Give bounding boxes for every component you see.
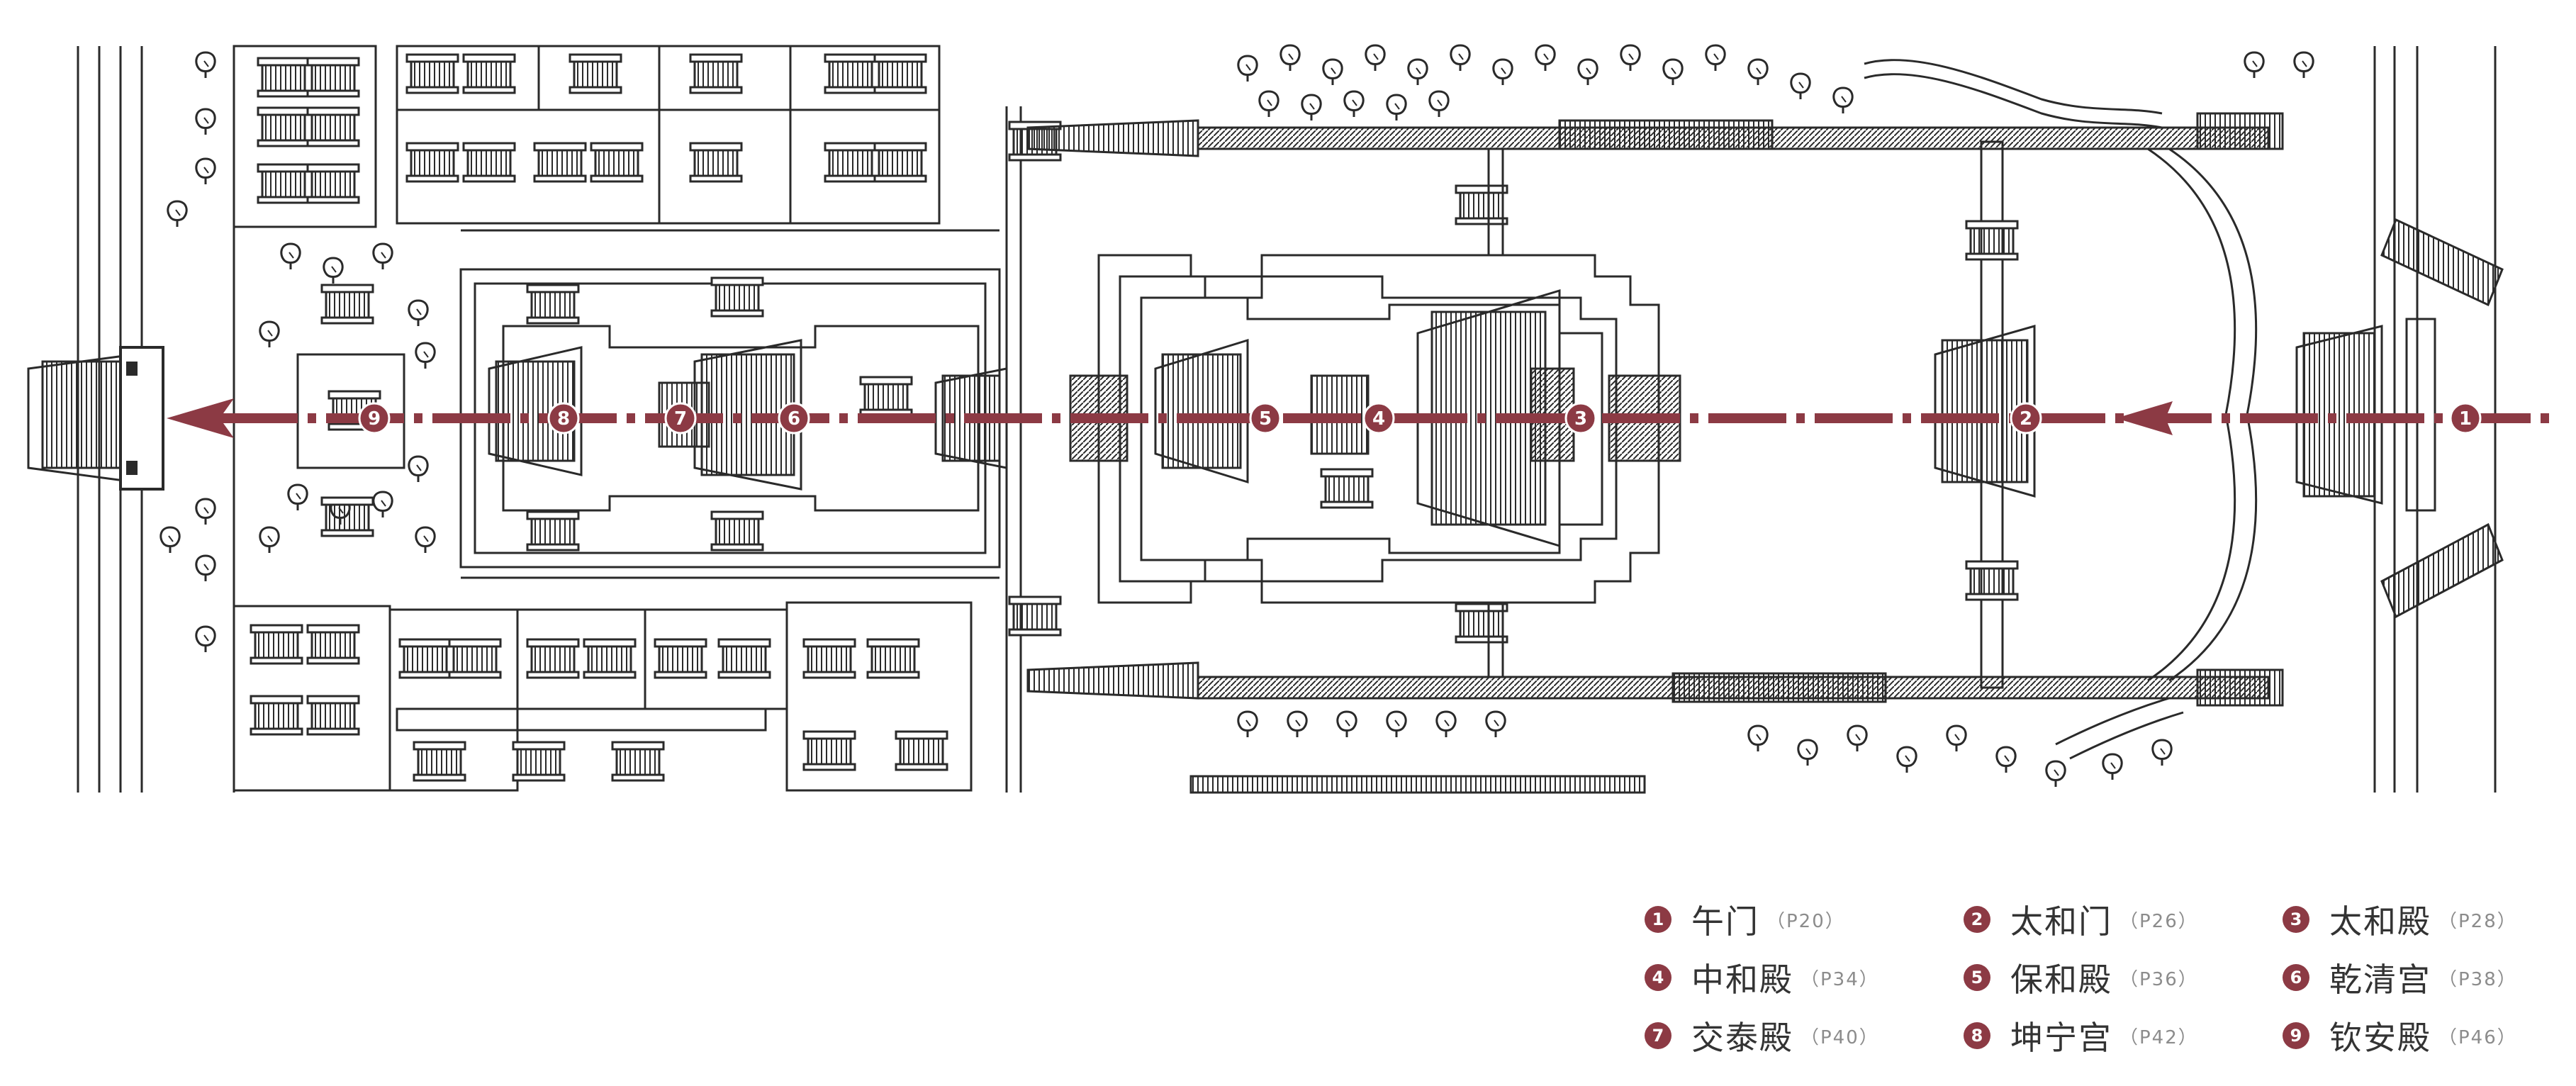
golden-water-river	[1864, 59, 2258, 760]
legend-number: 6	[2283, 964, 2309, 991]
route-marker-number: 7	[674, 408, 687, 430]
route-marker-6: 6	[778, 402, 810, 435]
route-marker-circle	[1564, 402, 1597, 435]
route-marker-circle	[2449, 402, 2482, 435]
central-axis-route: 1 2 3 4 5 6 7 8 9	[167, 398, 2552, 438]
route-marker-circle	[358, 402, 391, 435]
route-marker-circle	[1249, 402, 1282, 435]
route-marker-9: 9	[358, 402, 391, 435]
legend-name: 坤宁宫	[2010, 1019, 2112, 1057]
route-arrowhead-mid	[2116, 401, 2173, 435]
imperial-garden-pavilions	[296, 284, 405, 537]
legend-number: 8	[1964, 1022, 1990, 1049]
route-marker-5: 5	[1249, 402, 1282, 435]
legend-item: 1 午门 （P20）	[1645, 895, 1845, 944]
route-marker-number: 1	[2459, 408, 2472, 430]
outer-court-side-walls	[1026, 112, 2284, 707]
legend-number: 4	[1645, 964, 1671, 991]
route-marker-number: 3	[1574, 408, 1587, 430]
route-marker-4: 4	[1362, 402, 1395, 435]
outer-court-terrace	[1097, 254, 1660, 604]
legend-page: （P20）	[1766, 910, 1845, 932]
legend-name: 交泰殿	[1691, 1019, 1793, 1057]
legend-page: （P46）	[2438, 1026, 2517, 1048]
west-courtyard-grid	[233, 45, 973, 792]
legend-page: （P28）	[2438, 910, 2517, 932]
legend-item: 4 中和殿 （P34）	[1645, 953, 1879, 1002]
legend-number: 2	[1964, 906, 1990, 933]
route-marker-2: 2	[2010, 402, 2042, 435]
route-marker-circle	[778, 402, 810, 435]
legend-number: 7	[1645, 1022, 1671, 1049]
legend-name: 钦安殿	[2329, 1019, 2431, 1057]
route-marker-circle	[664, 402, 697, 435]
legend-item: 9 钦安殿 （P46）	[2283, 1011, 2517, 1060]
route-marker-7: 7	[664, 402, 697, 435]
qianqing-gate	[934, 121, 1062, 637]
legend-item: 7 交泰殿 （P40）	[1645, 1011, 1879, 1060]
legend-number: 3	[2283, 906, 2309, 933]
legend-page: （P26）	[2119, 910, 2198, 932]
legend-item: 2 太和门 （P26）	[1964, 895, 2198, 944]
route-marker-number: 6	[788, 408, 800, 430]
route-marker-number: 4	[1372, 408, 1385, 430]
route-arrowhead-north	[167, 398, 234, 438]
route-marker-circle	[1362, 402, 1395, 435]
legend-name: 太和门	[2010, 902, 2112, 941]
north-gate	[27, 346, 164, 491]
route-marker-8: 8	[547, 402, 580, 435]
south-row-buildings	[1189, 775, 1646, 794]
legend-name: 太和殿	[2329, 902, 2431, 941]
legend-number: 1	[1645, 906, 1671, 933]
route-marker-number: 8	[557, 408, 570, 430]
route-marker-circle	[2010, 402, 2042, 435]
station-legend: 1 午门 （P20） 2 太和门 （P26） 3 太和殿 （P28） 4 中和殿…	[1645, 895, 2566, 1065]
route-marker-3: 3	[1564, 402, 1597, 435]
legend-item: 5 保和殿 （P36）	[1964, 953, 2198, 1002]
legend-page: （P40）	[1801, 1026, 1879, 1048]
route-marker-number: 2	[2020, 408, 2032, 430]
legend-name: 乾清宫	[2329, 961, 2431, 999]
legend-item: 8 坤宁宫 （P42）	[1964, 1011, 2198, 1060]
legend-page: （P34）	[1801, 968, 1879, 990]
legend-item: 3 太和殿 （P28）	[2283, 895, 2517, 944]
route-marker-1: 1	[2449, 402, 2482, 435]
legend-page: （P38）	[2438, 968, 2517, 990]
legend-number: 5	[1964, 964, 1990, 991]
legend-page: （P42）	[2119, 1026, 2198, 1048]
legend-page: （P36）	[2119, 968, 2198, 990]
route-marker-number: 9	[368, 408, 381, 430]
route-marker-circle	[547, 402, 580, 435]
legend-item: 6 乾清宫 （P38）	[2283, 953, 2517, 1002]
legend-name: 中和殿	[1691, 961, 1793, 999]
legend-name: 午门	[1691, 902, 1759, 941]
route-station-markers: 1 2 3 4 5 6 7 8 9	[358, 402, 2482, 435]
legend-name: 保和殿	[2010, 961, 2112, 999]
route-marker-number: 5	[1259, 408, 1272, 430]
legend-number: 9	[2283, 1022, 2309, 1049]
